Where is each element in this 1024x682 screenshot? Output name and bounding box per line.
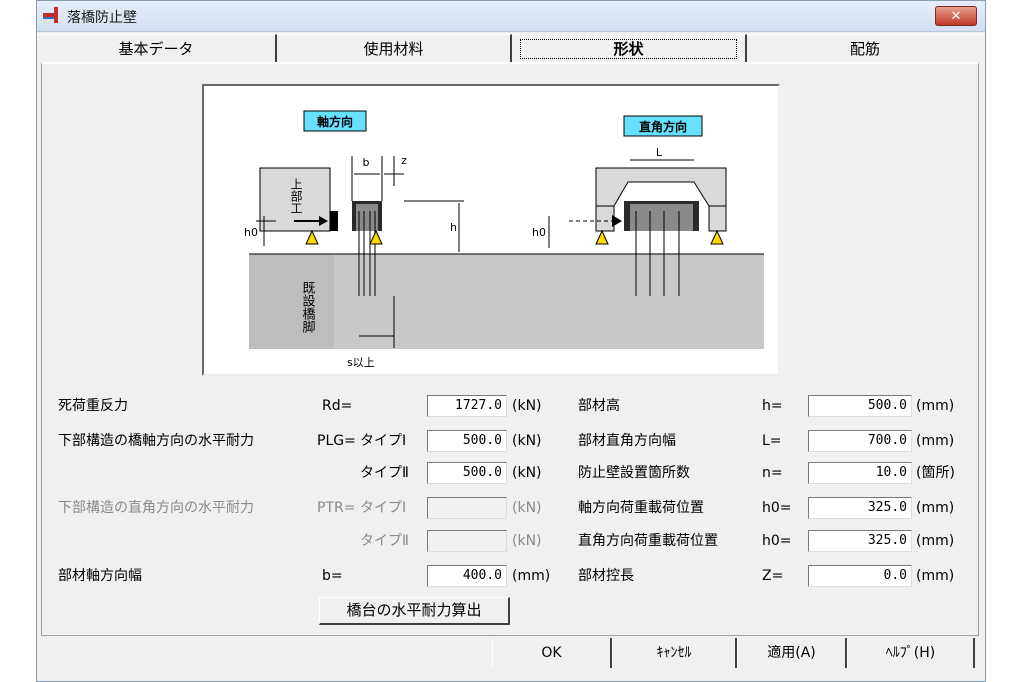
h-dim-label: h bbox=[450, 221, 457, 234]
dead-load-unit: (kN) bbox=[512, 398, 542, 414]
axial-direction-label-box bbox=[303, 110, 367, 132]
b-symbol: b= bbox=[322, 568, 343, 584]
ptr-type1-input[interactable] bbox=[427, 497, 507, 519]
plg-type2-unit: (kN) bbox=[512, 465, 542, 481]
perpendicular-direction-label-box bbox=[623, 115, 703, 137]
z-symbol: Z= bbox=[762, 568, 784, 584]
ptr-label: 下部構造の直角方向の水平耐力 bbox=[58, 500, 254, 516]
plg-type2-input[interactable]: 500.0 bbox=[427, 462, 507, 484]
wall-count-input[interactable]: 10.0 bbox=[808, 462, 912, 484]
tab-bar: 基本データ 使用材料 形状 配筋 bbox=[37, 34, 985, 62]
member-perp-width-input[interactable]: 700.0 bbox=[808, 430, 912, 452]
s-min-label: s以上 bbox=[347, 356, 375, 369]
member-depth-unit: (mm) bbox=[916, 568, 955, 584]
dialog-window: 落橋防止壁 ✕ 基本データ 使用材料 形状 配筋 軸方向 bbox=[36, 0, 986, 682]
tab-reinforcement[interactable]: 配筋 bbox=[747, 34, 983, 62]
close-button[interactable]: ✕ bbox=[935, 6, 977, 26]
h0-perp-symbol: h0= bbox=[762, 533, 792, 549]
n-symbol: n= bbox=[762, 465, 783, 481]
shape-panel: 軸方向 b z h bbox=[41, 62, 979, 636]
ptr-type2-label: タイプⅡ bbox=[360, 533, 409, 549]
wall-count-label: 防止壁設置箇所数 bbox=[578, 465, 690, 481]
tab-materials[interactable]: 使用材料 bbox=[277, 34, 512, 62]
perpendicular-direction-label: 直角方向 bbox=[639, 119, 687, 134]
member-height-unit: (mm) bbox=[916, 398, 955, 414]
dead-load-label: 死荷重反力 bbox=[58, 398, 128, 414]
dead-load-input[interactable]: 1727.0 bbox=[427, 395, 507, 417]
member-axial-width-input[interactable]: 400.0 bbox=[427, 565, 507, 587]
member-axial-width-unit: (mm) bbox=[512, 568, 551, 584]
tab-shape[interactable]: 形状 bbox=[512, 34, 747, 62]
h0-dim-label-right: h0 bbox=[532, 226, 546, 239]
member-perp-width-unit: (mm) bbox=[916, 433, 955, 449]
button-bar: OK ｷｬﾝｾﾙ 適用(A) ﾍﾙﾌﾟ(H) bbox=[37, 638, 985, 668]
member-depth-input[interactable]: 0.0 bbox=[808, 565, 912, 587]
abutment-capacity-calc-button[interactable]: 橋台の水平耐力算出 bbox=[319, 597, 510, 625]
axial-load-position-unit: (mm) bbox=[916, 500, 955, 516]
close-icon: ✕ bbox=[950, 9, 962, 24]
perp-load-position-label: 直角方向荷重載荷位置 bbox=[578, 533, 718, 549]
member-height-label: 部材高 bbox=[578, 398, 620, 414]
member-axial-width-label: 部材軸方向幅 bbox=[58, 568, 142, 584]
axial-load-position-label: 軸方向荷重載荷位置 bbox=[578, 500, 704, 516]
apply-button[interactable]: 適用(A) bbox=[737, 638, 847, 668]
h0-axial-symbol: h0= bbox=[762, 500, 792, 516]
cancel-button[interactable]: ｷｬﾝｾﾙ bbox=[612, 638, 737, 668]
shape-diagram: 軸方向 b z h bbox=[202, 84, 780, 376]
axial-load-position-input[interactable]: 325.0 bbox=[808, 497, 912, 519]
perp-load-position-input[interactable]: 325.0 bbox=[808, 530, 912, 552]
existing-pier-label: 既設橋脚 bbox=[300, 281, 316, 333]
b-dim-label: b bbox=[363, 156, 370, 169]
ptr-symbol: PTR= bbox=[317, 500, 356, 516]
member-depth-label: 部材控長 bbox=[578, 568, 634, 584]
existing-pier bbox=[249, 254, 334, 349]
member-perp-width-label: 部材直角方向幅 bbox=[578, 433, 676, 449]
rd-symbol: Rd= bbox=[322, 398, 353, 414]
plg-type1-input[interactable]: 500.0 bbox=[427, 430, 507, 452]
plg-label: 下部構造の橋軸方向の水平耐力 bbox=[58, 433, 254, 449]
perp-load-position-unit: (mm) bbox=[916, 533, 955, 549]
tab-basic-data[interactable]: 基本データ bbox=[37, 34, 277, 62]
h0-dim-label-left: h0 bbox=[244, 226, 258, 239]
tab-shape-label: 形状 bbox=[520, 39, 737, 59]
ptr-type1-unit: (kN) bbox=[512, 500, 542, 516]
window-title: 落橋防止壁 bbox=[67, 10, 137, 26]
h-symbol: h= bbox=[762, 398, 783, 414]
L-dim-label: L bbox=[656, 146, 663, 159]
plg-type1-label: タイプⅠ bbox=[360, 433, 407, 449]
plg-symbol: PLG= bbox=[317, 433, 356, 449]
app-icon bbox=[43, 7, 58, 23]
ok-button[interactable]: OK bbox=[492, 638, 612, 668]
ptr-type2-input[interactable] bbox=[427, 530, 507, 552]
L-symbol: L= bbox=[762, 433, 782, 449]
plg-type2-label: タイプⅡ bbox=[360, 465, 409, 481]
plg-type1-unit: (kN) bbox=[512, 433, 542, 449]
member-height-input[interactable]: 500.0 bbox=[808, 395, 912, 417]
upper-structure-label: 上部工 bbox=[289, 178, 303, 214]
ptr-type2-unit: (kN) bbox=[512, 533, 542, 549]
z-dim-label: z bbox=[401, 154, 407, 167]
pier-ground-right bbox=[479, 254, 764, 349]
ptr-type1-label: タイプⅠ bbox=[360, 500, 407, 516]
wall-count-unit: (箇所) bbox=[916, 465, 955, 481]
help-button[interactable]: ﾍﾙﾌﾟ(H) bbox=[847, 638, 975, 668]
axial-direction-label: 軸方向 bbox=[317, 114, 353, 129]
title-bar[interactable]: 落橋防止壁 ✕ bbox=[37, 1, 985, 32]
